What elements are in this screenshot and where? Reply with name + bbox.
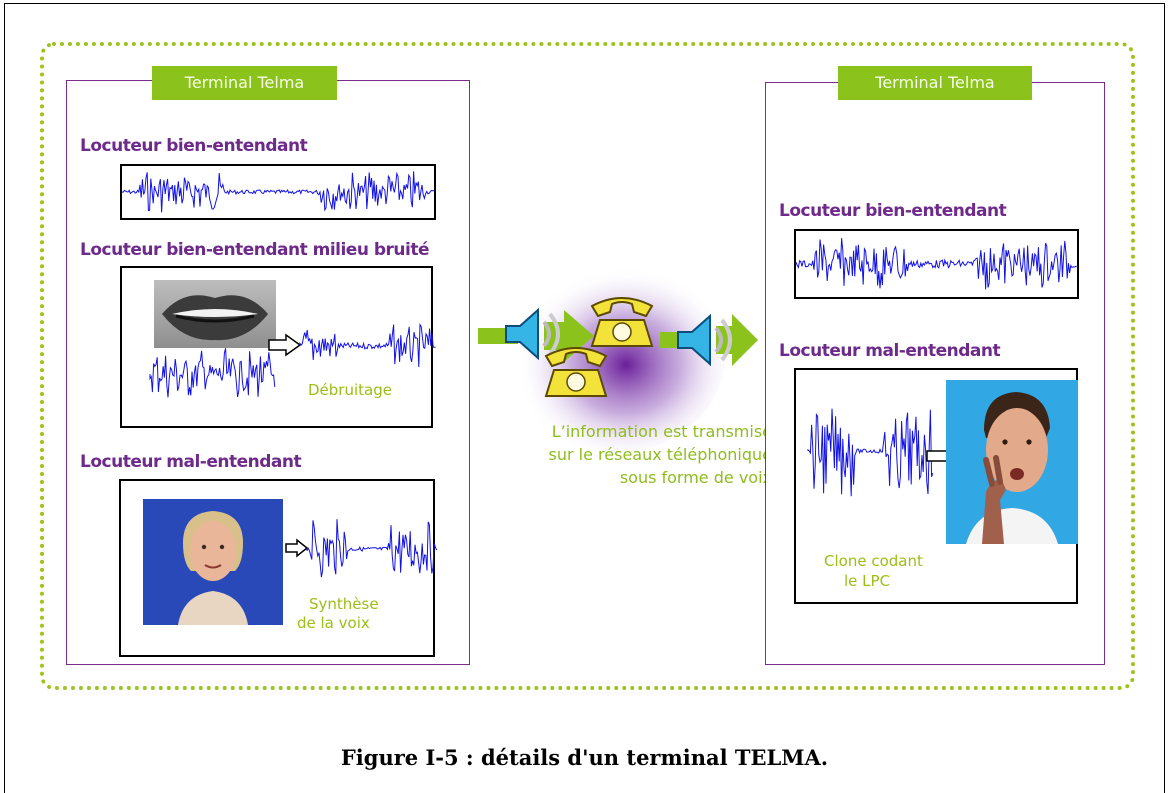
waveform-trace [149,348,276,398]
transmission-line-2: sur le réseaux téléphonique [548,445,772,464]
clone-box: Clone codant le LPC [794,368,1078,604]
speaker-icon [505,307,560,361]
arrow-right-icon [285,538,309,558]
telma-boundary [40,42,1135,690]
waveform-box-right [794,229,1079,299]
waveform-synthesis [306,519,438,578]
right-label-hearing: Locuteur bien-entendant [779,201,1007,221]
transmission-text: L’information est transmise sur le résea… [472,420,772,489]
lips-image [154,280,276,348]
telephone-icon [544,347,608,397]
woman-photo [143,499,283,625]
synthese-label-1: Synthèse [309,595,379,613]
waveform-denoised [299,323,436,368]
clone-label-1: Clone codant [824,552,923,570]
debruitage-label: Débruitage [308,381,392,399]
telephone-icon [590,297,654,347]
waveform-trace [306,519,438,578]
right-label-impaired: Locuteur mal-entendant [779,341,1001,361]
transmission-line-1: L’information est transmise [551,422,772,441]
waveform-trace [795,238,1077,290]
noisy-box: Débruitage [120,266,436,428]
waveform-clone [807,408,934,497]
waveform-hearing [121,171,435,213]
page-frame [4,3,1165,793]
clone-label-2: le LPC [844,572,891,590]
right-terminal-tag: Terminal Telma [838,66,1032,100]
waveform-trace [807,408,934,497]
waveform-trace [299,323,436,368]
arrow-right-icon [268,333,302,357]
figure-caption: Figure I-5 : détails d'un terminal TELMA… [340,745,829,770]
phone-glow [505,257,725,453]
synthese-label-2: de la voix [297,614,370,632]
man-photo [946,380,1078,544]
transmission-line-3: sous forme de voix [619,468,772,487]
impaired-box: Synthèse de la voix [119,479,438,657]
left-label-hearing: Locuteur bien-entendant [80,136,308,156]
left-label-noisy: Locuteur bien-entendant milieu bruité [80,240,430,260]
waveform-box-hearing [120,164,436,220]
left-label-impaired: Locuteur mal-entendant [80,452,302,472]
waveform-trace [121,171,435,213]
waveform-right [795,238,1077,290]
left-terminal-tag: Terminal Telma [152,66,337,100]
waveform-noisy [149,348,276,398]
speaker-icon [677,313,732,367]
